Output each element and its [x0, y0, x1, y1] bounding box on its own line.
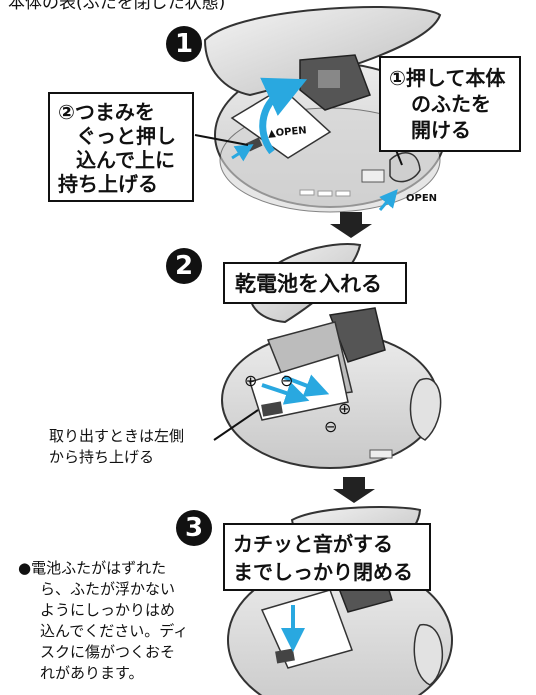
- plus-symbol-b: ⊕: [338, 399, 351, 418]
- note-line: 込んでください。ディ: [40, 622, 189, 640]
- callout-line: カチッと音がする: [233, 532, 393, 556]
- minus-symbol-a: ⊖: [280, 371, 293, 390]
- note-line: ようにしっかりはめ: [40, 601, 176, 619]
- step3-note-warning: ●電池ふたがはずれた ら、ふたが浮かない ようにしっかりはめ 込んでください。デ…: [18, 558, 188, 684]
- step-number-3: 3: [176, 510, 212, 546]
- callout-line: ぐっと押し: [76, 124, 176, 148]
- step3-callout-close: カチッと音がする までしっかり閉める: [223, 523, 431, 591]
- note-line: れがあります。: [40, 664, 144, 682]
- plus-symbol-a: ⊕: [244, 371, 257, 390]
- body-open-label: OPEN: [406, 193, 438, 204]
- callout-line: 込んで上に: [76, 148, 175, 172]
- down-arrow-2: [333, 477, 375, 503]
- step2-note-remove: 取り出すときは左側 から持ち上げる: [49, 426, 184, 468]
- callout-line: 持ち上げる: [58, 172, 158, 196]
- down-arrow-1: [330, 212, 372, 238]
- callout-line: 開ける: [411, 118, 471, 142]
- step-number-2: 2: [166, 248, 202, 284]
- note-line: から持ち上げる: [49, 448, 155, 466]
- callout-line: 乾電池を入れる: [235, 272, 382, 296]
- note-line: ら、ふたが浮かない: [40, 580, 176, 598]
- step2-callout-insert-battery: 乾電池を入れる: [223, 262, 407, 304]
- step-number-1: 1: [166, 26, 202, 62]
- callout-line: ②つまみを: [58, 100, 155, 124]
- note-line: スクに傷がつくおそ: [40, 643, 176, 661]
- callout-line: ①押して本体: [389, 66, 506, 90]
- minus-symbol-b: ⊖: [324, 417, 337, 436]
- note-text: 電池ふたがはずれた: [31, 559, 167, 577]
- note-line: ●電池ふたがはずれた: [18, 558, 188, 579]
- step1-callout-knob: ②つまみを ぐっと押し 込んで上に 持ち上げる: [48, 92, 194, 202]
- bullet: ●: [18, 559, 32, 577]
- note-line: 取り出すときは左側: [49, 427, 185, 445]
- callout-line: までしっかり閉める: [233, 560, 413, 584]
- header-partial-text: 本体の表(ふたを閉じた状態): [8, 0, 226, 13]
- step1-callout-open-body: ①押して本体 のふたを 開ける: [379, 56, 521, 152]
- callout-line: のふたを: [411, 92, 491, 116]
- step2-device: [213, 243, 442, 469]
